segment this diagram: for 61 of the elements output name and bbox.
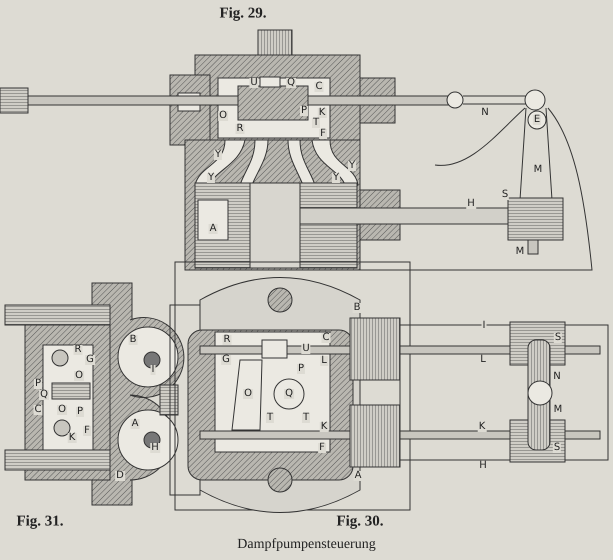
part-letter: U: [249, 78, 259, 88]
part-letter: F: [319, 129, 327, 139]
part-letter: F: [83, 426, 91, 436]
part-letter: Y: [348, 161, 356, 171]
part-letter: N: [552, 372, 562, 382]
part-letter: O: [218, 111, 228, 121]
part-letter: K: [320, 422, 328, 432]
part-letter: A: [354, 471, 362, 481]
part-letter: M: [514, 247, 526, 257]
figure-label: Fig. 29.: [219, 6, 267, 22]
part-letter: P: [76, 407, 84, 417]
part-letter: Q: [286, 78, 296, 88]
part-letter: M: [532, 165, 544, 175]
part-letter: C: [322, 333, 330, 343]
part-letter: I: [482, 321, 486, 331]
part-letter: P: [34, 379, 42, 389]
part-letter: Y: [206, 173, 216, 183]
part-letter: H: [150, 443, 160, 453]
part-letter: H: [478, 461, 488, 471]
part-letter: O: [243, 389, 253, 399]
part-letter: T: [312, 118, 320, 128]
part-letter: L: [320, 356, 328, 366]
part-letter: K: [478, 422, 486, 432]
part-letter: P: [296, 364, 306, 374]
part-letter: Y: [332, 173, 340, 183]
part-letter: H: [466, 199, 476, 209]
part-letter: L: [479, 355, 487, 365]
part-letter: T: [266, 413, 274, 423]
part-letter: S: [552, 443, 562, 453]
part-letter: F: [318, 443, 326, 453]
part-letter: B: [128, 335, 138, 345]
part-letter: O: [57, 405, 67, 415]
part-letter: D: [115, 471, 125, 481]
part-letter: S: [554, 333, 562, 343]
part-letter: U: [301, 344, 311, 354]
figure-label: Fig. 30.: [336, 514, 384, 530]
part-letter: C: [314, 82, 324, 92]
part-letter: A: [208, 224, 218, 234]
part-letter: O: [74, 371, 84, 381]
part-letter: C: [34, 405, 42, 415]
part-letter: A: [130, 419, 140, 429]
part-letter: R: [236, 124, 244, 134]
figure-caption: Dampfpumpensteuerung: [237, 537, 376, 553]
part-letter: S: [500, 190, 510, 200]
part-letter: M: [552, 405, 564, 415]
part-letter: N: [480, 108, 490, 118]
part-letter: Y: [214, 150, 222, 160]
part-letter: K: [68, 433, 76, 443]
part-letter: T: [302, 413, 310, 423]
part-letter: G: [221, 355, 231, 365]
part-letter: E: [532, 115, 542, 125]
part-letter: I: [150, 365, 156, 375]
part-letter: G: [85, 355, 95, 365]
part-letter: Q: [39, 390, 49, 400]
part-letter: R: [222, 335, 232, 345]
part-letter: K: [318, 108, 326, 118]
part-letter: R: [74, 345, 82, 355]
part-letter: B: [352, 303, 362, 313]
part-letter: Q: [284, 389, 294, 399]
part-letter: P: [300, 106, 308, 116]
figure-label: Fig. 31.: [16, 514, 64, 530]
